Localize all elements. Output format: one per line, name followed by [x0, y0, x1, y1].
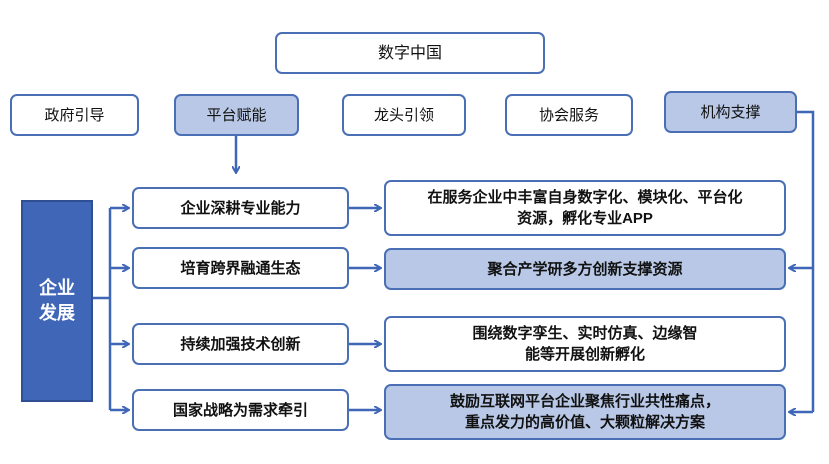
- pillar-government: 政府引导: [10, 94, 139, 136]
- left-box-2: 培育跨界融通生态: [132, 247, 349, 289]
- pillar-label: 平台赋能: [206, 106, 267, 124]
- left-box-1: 企业深耕专业能力: [132, 187, 349, 229]
- top-box: 数字中国: [275, 32, 545, 74]
- pillar-leader: 龙头引领: [342, 94, 466, 136]
- pillar-institution: 机构支撑: [664, 91, 797, 133]
- left-label: 企业深耕专业能力: [180, 199, 301, 217]
- right-label: 鼓励互联网平台企业聚焦行业共性痛点， 重点发力的高价值、大颗粒解决方案: [449, 393, 720, 431]
- pillar-platform: 平台赋能: [174, 94, 299, 136]
- enterprise-development-block: 企业 发展: [21, 200, 93, 402]
- right-box-1: 在服务企业中丰富自身数字化、模块化、平台化 资源，孵化专业APP: [384, 180, 786, 236]
- left-label: 培育跨界融通生态: [180, 259, 301, 277]
- right-label: 在服务企业中丰富自身数字化、模块化、平台化 资源，孵化专业APP: [427, 189, 743, 227]
- pillar-label: 政府引导: [44, 106, 105, 124]
- right-label: 围绕数字孪生、实时仿真、边缘智 能等开展创新孵化: [472, 325, 698, 363]
- right-box-4: 鼓励互联网平台企业聚焦行业共性痛点， 重点发力的高价值、大颗粒解决方案: [384, 384, 786, 440]
- side-label: 企业 发展: [39, 278, 75, 323]
- institution-connector: [797, 110, 815, 412]
- left-box-4: 国家战略为需求牵引: [132, 389, 349, 431]
- right-box-3: 围绕数字孪生、实时仿真、边缘智 能等开展创新孵化: [384, 316, 786, 372]
- left-label: 国家战略为需求牵引: [172, 401, 308, 419]
- pillar-label: 龙头引领: [373, 106, 434, 124]
- left-box-3: 持续加强技术创新: [132, 323, 349, 365]
- pillar-label: 协会服务: [538, 106, 599, 124]
- left-label: 持续加强技术创新: [180, 335, 301, 353]
- right-label: 聚合产学研多方创新支撑资源: [487, 260, 683, 278]
- pillar-association: 协会服务: [505, 94, 633, 136]
- right-box-2: 聚合产学研多方创新支撑资源: [384, 248, 786, 290]
- top-label: 数字中国: [377, 44, 442, 62]
- pillar-label: 机构支撑: [700, 103, 761, 121]
